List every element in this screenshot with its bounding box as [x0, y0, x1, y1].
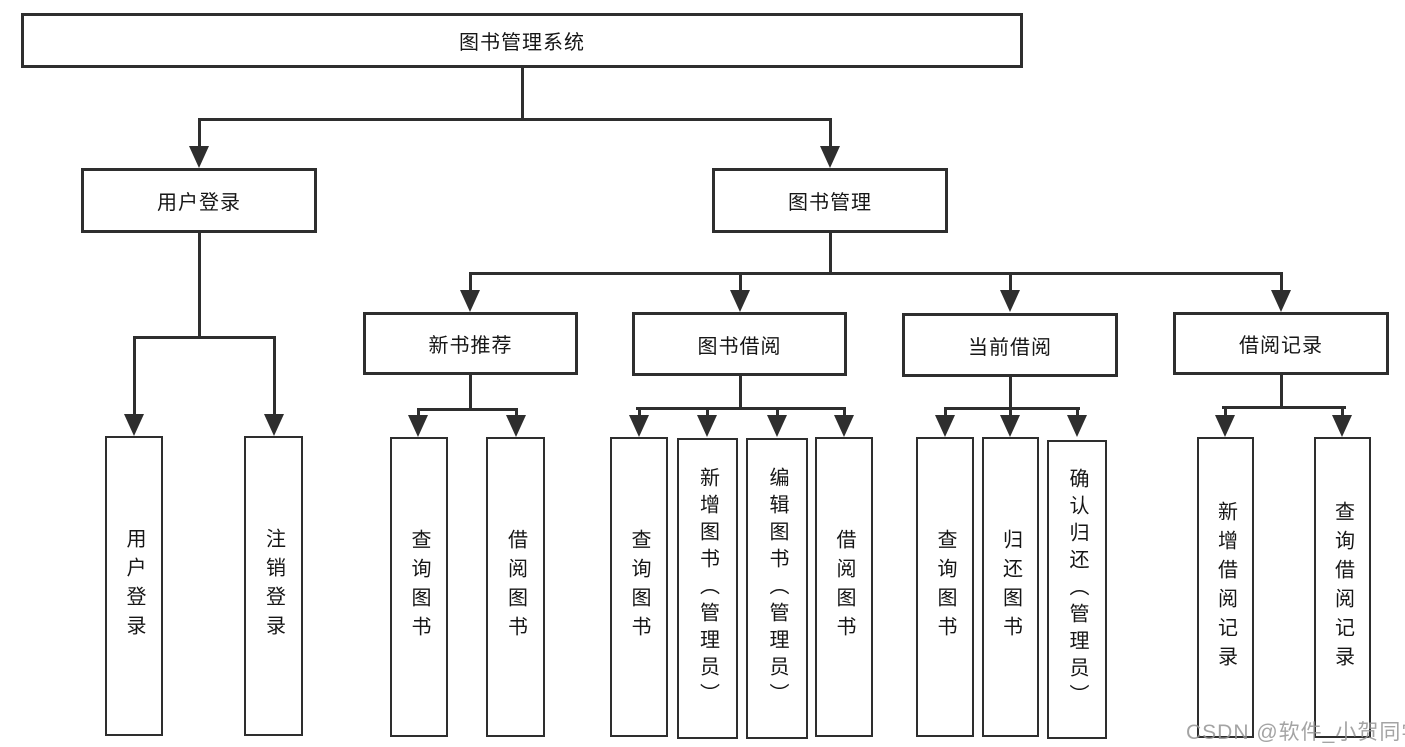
arrow-down-icon	[767, 415, 787, 437]
connector-arrow-stem	[1075, 407, 1079, 417]
leaf-edit-books-admin: 编辑图书（管理员）	[746, 438, 808, 739]
arrow-down-icon	[820, 146, 840, 168]
connector-arrow-stem	[1223, 406, 1227, 417]
leaf-add-books-admin: 新增图书（管理员）	[677, 438, 738, 739]
leaf-label: 新增图书（管理员）	[696, 467, 719, 710]
node-user-login-label: 用户登录	[157, 192, 241, 214]
arrow-down-icon	[124, 414, 144, 436]
arrow-down-icon	[1215, 415, 1235, 437]
connector-arrow-stem	[738, 272, 742, 292]
connector-records-rail	[1221, 406, 1346, 409]
leaf-label: 归还图书	[999, 529, 1022, 645]
connector-user-rail	[132, 336, 276, 339]
connector-recommend-rail	[416, 408, 518, 411]
connector-borrow-stem	[738, 376, 742, 410]
leaf-label: 查询图书	[408, 529, 430, 645]
connector-arrow-stem	[1008, 272, 1012, 292]
leaf-confirm-return-admin: 确认归还（管理员）	[1047, 440, 1107, 739]
connector-arrow-stem	[468, 272, 472, 292]
leaf-label: 借阅图书	[504, 529, 527, 645]
connector-arrow-stem	[514, 408, 518, 418]
node-current-borrow-label: 当前借阅	[968, 336, 1052, 359]
arrow-down-icon	[730, 290, 750, 312]
leaf-query-borrow-record: 查询借阅记录	[1314, 437, 1371, 738]
node-new-book-recommend-label: 新书推荐	[428, 335, 513, 357]
leaf-label: 查询图书	[934, 529, 956, 645]
leaf-user-login-label: 用户登录	[123, 528, 145, 644]
node-book-borrow: 图书借阅	[632, 312, 847, 376]
node-borrow-records-label: 借阅记录	[1239, 335, 1323, 357]
arrow-down-icon	[460, 290, 480, 312]
connector-root-rail	[197, 118, 832, 121]
leaf-user-login: 用户登录	[105, 436, 163, 736]
arrow-down-icon	[1332, 415, 1352, 437]
connector-arrow-stem	[775, 407, 779, 417]
connector-recommend-stem	[468, 375, 472, 411]
leaf-logout: 注销登录	[244, 436, 303, 736]
node-book-borrow-label: 图书借阅	[697, 335, 782, 358]
node-root: 图书管理系统	[21, 13, 1023, 68]
node-borrow-records: 借阅记录	[1173, 312, 1389, 375]
connector-arrow-stem	[637, 407, 641, 417]
connector-arrow-stem	[828, 118, 832, 148]
arrow-down-icon	[1067, 415, 1087, 437]
leaf-return-books: 归还图书	[982, 437, 1039, 737]
connector-current-rail	[943, 407, 1080, 410]
connector-root-stem	[520, 68, 524, 121]
node-root-label: 图书管理系统	[459, 32, 585, 54]
connector-borrow-rail	[635, 407, 846, 410]
arrow-down-icon	[935, 415, 955, 437]
leaf-query-books-current: 查询图书	[916, 437, 974, 737]
arrow-down-icon	[697, 415, 717, 437]
leaf-label: 查询图书	[628, 529, 650, 645]
arrow-down-icon	[1271, 290, 1291, 312]
connector-user-stem	[197, 233, 201, 339]
arrow-down-icon	[264, 414, 284, 436]
arrow-down-icon	[189, 146, 209, 168]
node-current-borrow: 当前借阅	[902, 313, 1118, 377]
arrow-down-icon	[629, 415, 649, 437]
connector-book-rail	[468, 272, 1283, 275]
connector-current-stem	[1008, 377, 1012, 410]
connector-arrow-stem	[705, 407, 709, 417]
arrow-down-icon	[408, 415, 428, 437]
leaf-add-borrow-record: 新增借阅记录	[1197, 437, 1254, 738]
node-new-book-recommend: 新书推荐	[363, 312, 578, 375]
leaf-label: 新增借阅记录	[1214, 500, 1237, 675]
leaf-label: 编辑图书（管理员）	[766, 467, 788, 710]
leaf-logout-label: 注销登录	[262, 528, 285, 644]
leaf-label: 确认归还（管理员）	[1066, 468, 1088, 711]
connector-arrow-stem	[1340, 406, 1344, 417]
csdn-watermark: CSDN @软件_小贺同学	[1186, 721, 1405, 744]
leaf-label: 查询借阅记录	[1331, 500, 1354, 675]
arrow-down-icon	[834, 415, 854, 437]
leaf-query-books-recommend: 查询图书	[390, 437, 448, 737]
leaf-borrow-books: 借阅图书	[815, 437, 873, 737]
connector-arrow-stem	[197, 118, 201, 148]
node-book-management-label: 图书管理	[788, 192, 872, 214]
connector-arrow-stem	[272, 336, 276, 416]
connector-arrow-stem	[1008, 407, 1012, 417]
connector-arrow-stem	[132, 336, 136, 416]
arrow-down-icon	[1000, 415, 1020, 437]
arrow-down-icon	[1000, 290, 1020, 312]
connector-book-stem	[828, 233, 832, 275]
leaf-query-books-borrow: 查询图书	[610, 437, 668, 737]
connector-arrow-stem	[842, 407, 846, 417]
connector-arrow-stem	[416, 408, 420, 418]
node-user-login: 用户登录	[81, 168, 317, 233]
leaf-label: 借阅图书	[833, 529, 855, 645]
arrow-down-icon	[506, 415, 526, 437]
node-book-management: 图书管理	[712, 168, 948, 233]
connector-arrow-stem	[1279, 272, 1283, 292]
connector-records-stem	[1279, 375, 1283, 409]
connector-arrow-stem	[943, 407, 947, 417]
leaf-borrow-books-recommend: 借阅图书	[486, 437, 545, 737]
